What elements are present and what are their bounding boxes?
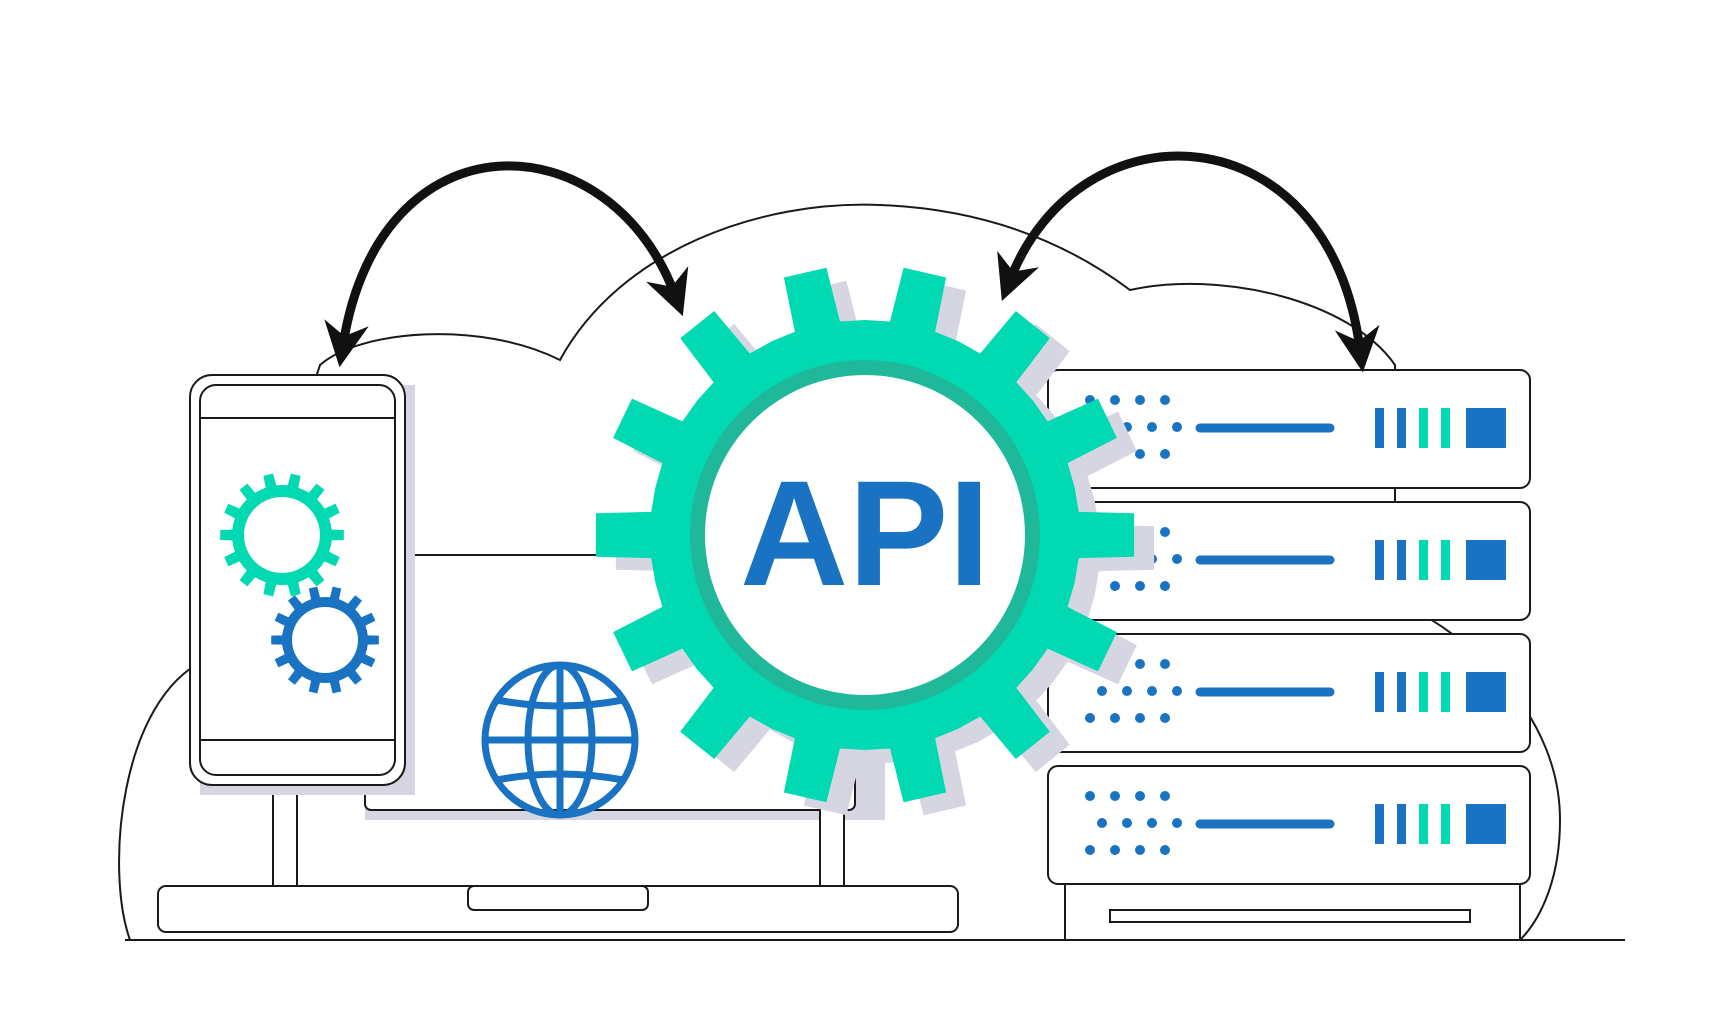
server-unit	[1047, 765, 1531, 885]
status-dot	[1172, 422, 1182, 432]
indicator-bar	[1375, 672, 1384, 712]
indicator-bar	[1441, 408, 1450, 448]
indicator-bar	[1397, 540, 1406, 580]
gear-icon	[220, 473, 344, 597]
status-dot	[1147, 686, 1157, 696]
indicator-bar	[1419, 540, 1428, 580]
status-dot	[1147, 818, 1157, 828]
indicator-block	[1466, 408, 1506, 448]
status-dot	[1097, 686, 1107, 696]
indicator-bar	[1419, 672, 1428, 712]
status-dot	[1172, 818, 1182, 828]
indicator-bar	[1397, 408, 1406, 448]
status-dot	[1110, 713, 1120, 723]
status-dot	[1160, 395, 1170, 405]
indicator-bar	[1375, 804, 1384, 844]
status-dot	[1085, 713, 1095, 723]
status-dot	[1097, 818, 1107, 828]
status-dot	[1160, 713, 1170, 723]
status-dot	[1135, 395, 1145, 405]
status-dot	[1110, 581, 1120, 591]
status-dot	[1135, 845, 1145, 855]
bidirectional-arrow-api-server	[997, 151, 1380, 373]
status-dot	[1085, 791, 1095, 801]
api-gear: API	[595, 267, 1155, 816]
status-dot	[1135, 659, 1145, 669]
status-dot	[1135, 581, 1145, 591]
status-dot	[1160, 581, 1170, 591]
gear-icon	[271, 586, 379, 694]
gear-hole	[292, 607, 358, 673]
status-dot	[1122, 818, 1132, 828]
indicator-bar	[1419, 804, 1428, 844]
status-dot	[1122, 686, 1132, 696]
status-dot	[1172, 554, 1182, 564]
status-dot	[1160, 845, 1170, 855]
indicator-bar	[1375, 540, 1384, 580]
indicator-bar	[1441, 540, 1450, 580]
bidirectional-arrow-client-api	[324, 161, 689, 368]
smartphone-icon	[189, 374, 415, 795]
server-unit	[1047, 633, 1531, 753]
status-dot	[1147, 422, 1157, 432]
indicator-block	[1466, 672, 1506, 712]
status-dot	[1160, 449, 1170, 459]
status-dot	[1135, 449, 1145, 459]
status-dot	[1160, 791, 1170, 801]
indicator-bar	[1419, 408, 1428, 448]
indicator-bar	[1397, 804, 1406, 844]
status-dot	[1172, 686, 1182, 696]
indicator-block	[1466, 804, 1506, 844]
status-dot	[1135, 791, 1145, 801]
indicator-bar	[1441, 804, 1450, 844]
indicator-block	[1466, 540, 1506, 580]
status-dot	[1110, 395, 1120, 405]
gear-hole	[244, 497, 320, 573]
status-dot	[1110, 791, 1120, 801]
status-dot	[1085, 845, 1095, 855]
indicator-bar	[1397, 672, 1406, 712]
api-label: API	[740, 449, 990, 617]
indicator-bar	[1441, 672, 1450, 712]
globe-icon	[481, 661, 639, 819]
server-rack-icon	[1047, 369, 1531, 941]
status-dot	[1110, 845, 1120, 855]
status-dot	[1160, 527, 1170, 537]
status-dot	[1160, 659, 1170, 669]
indicator-bar	[1375, 408, 1384, 448]
server-unit	[1047, 501, 1531, 621]
status-dot	[1135, 713, 1145, 723]
